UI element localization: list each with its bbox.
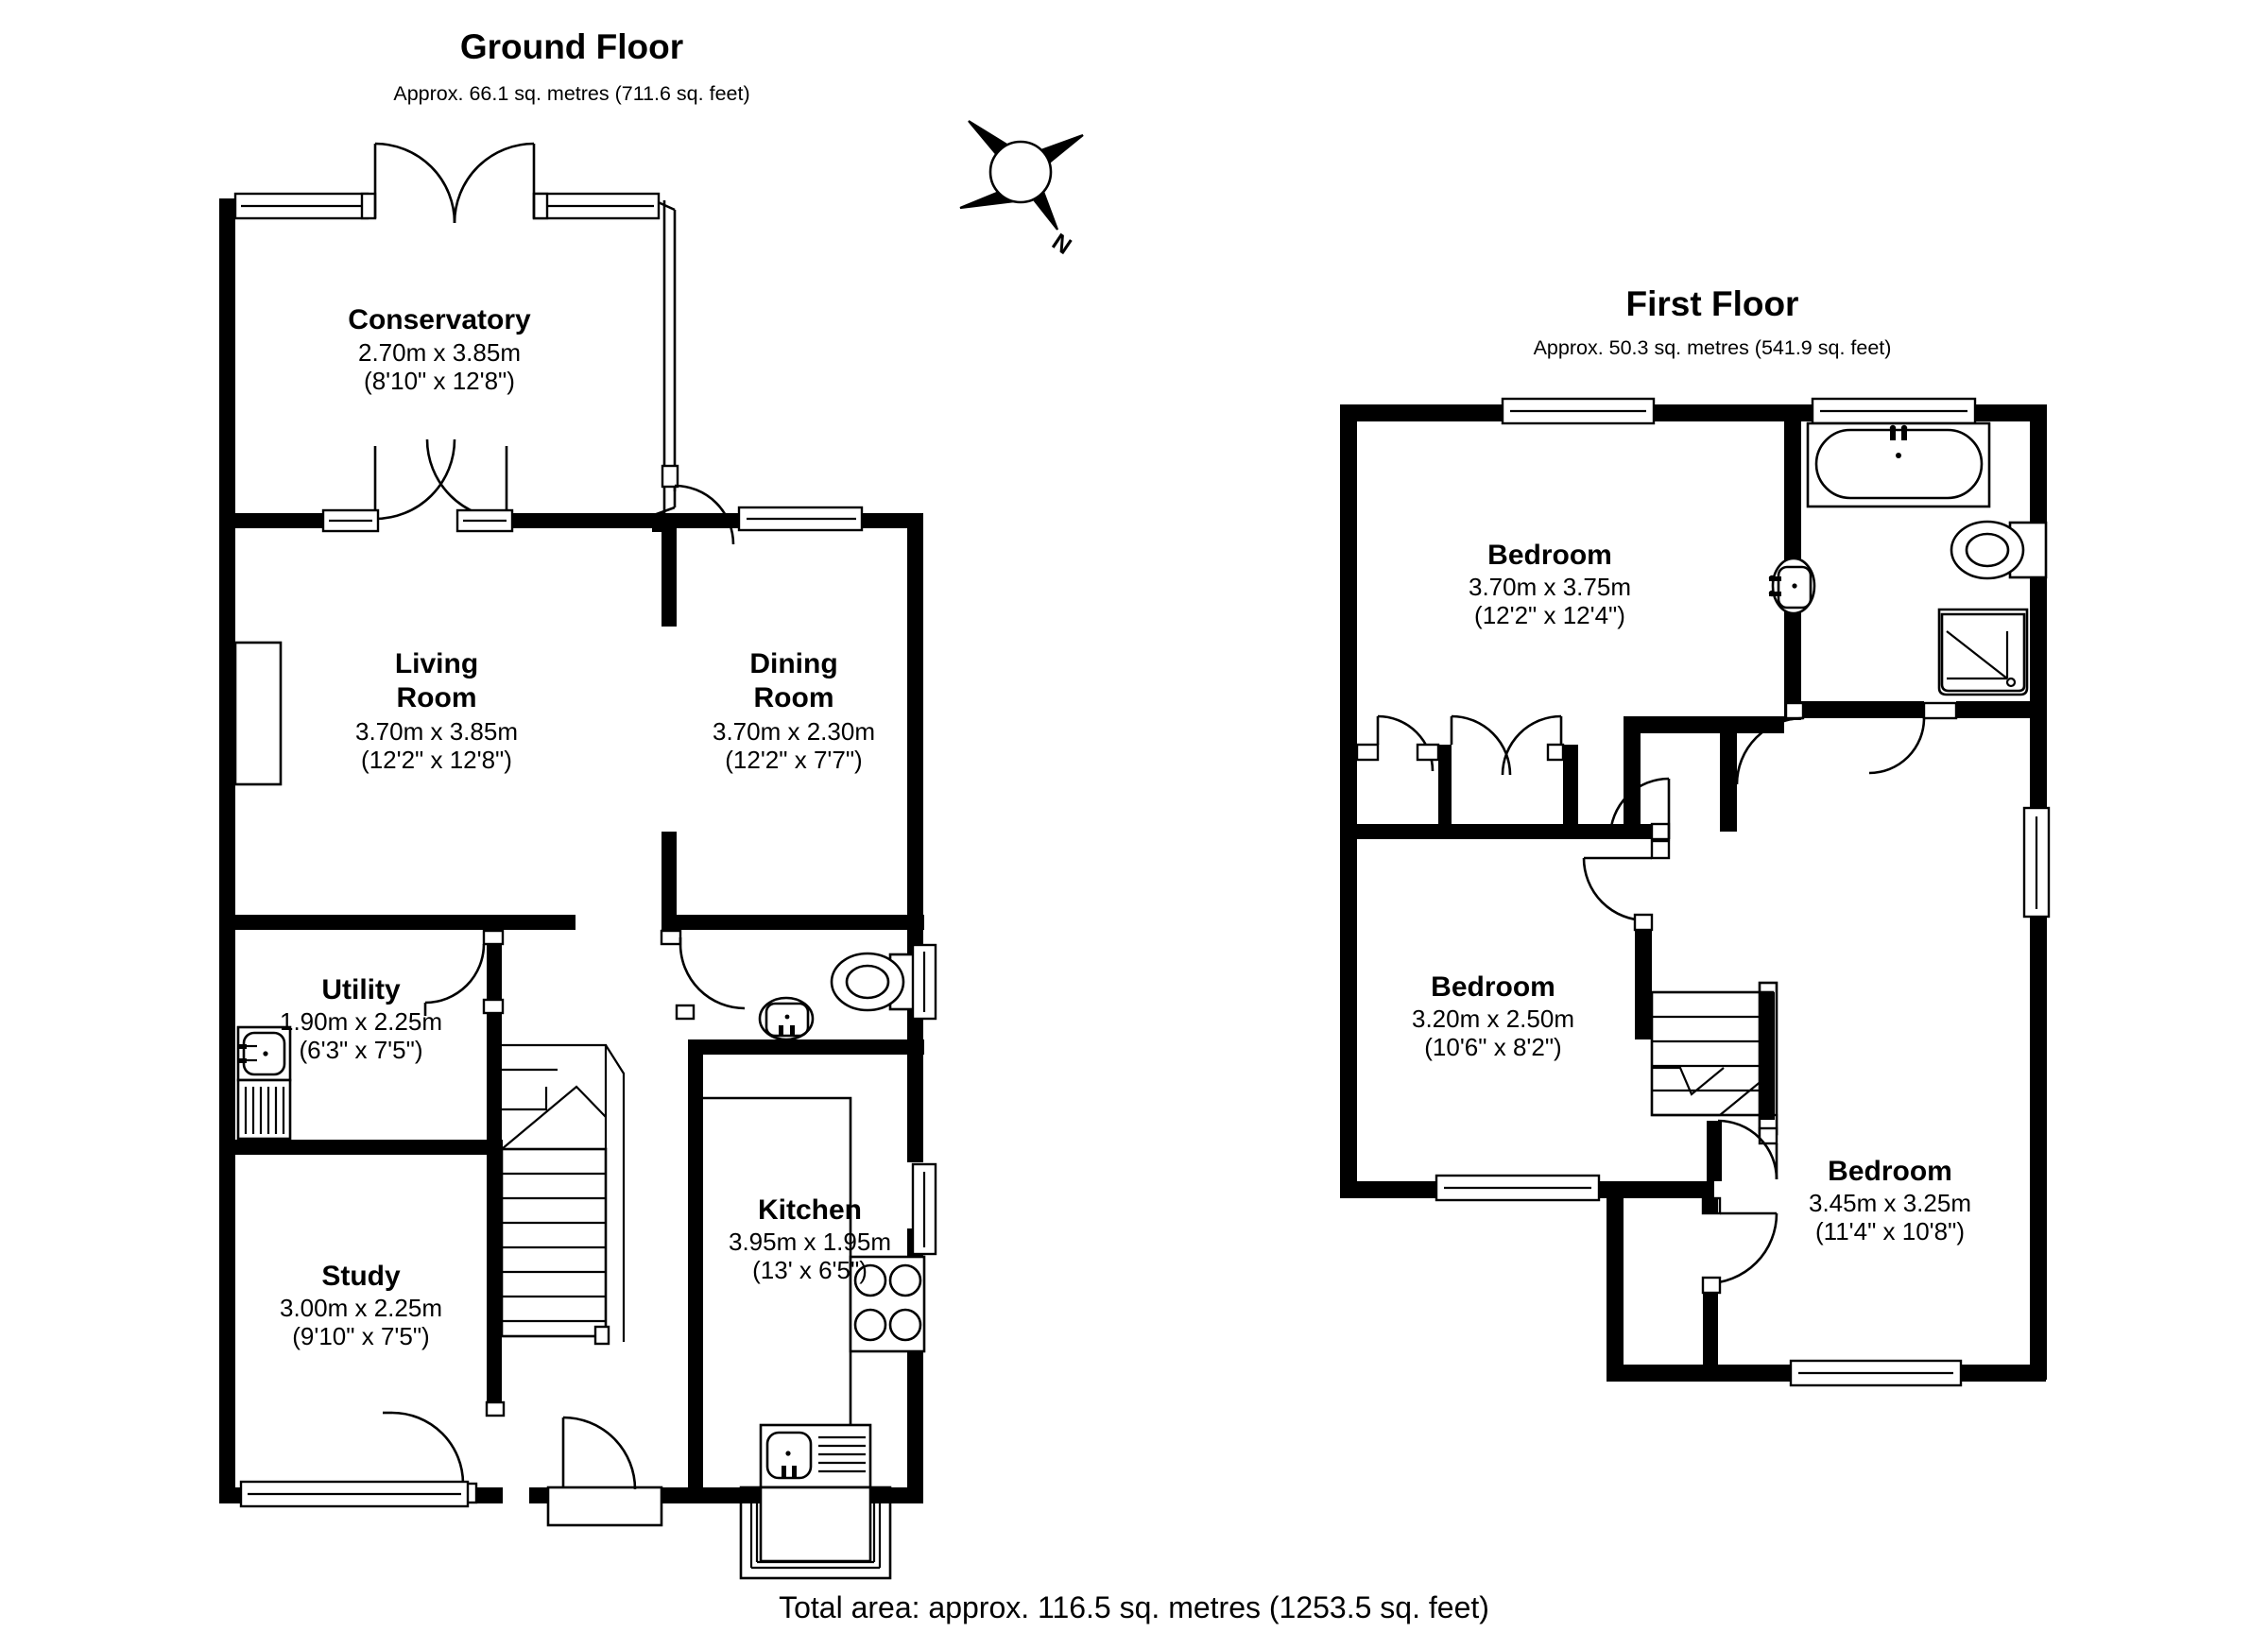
ground-floor-title: Ground Floor <box>460 27 683 66</box>
compass-north-label: N <box>1047 229 1076 260</box>
window-conservatory-bottom-right <box>455 508 514 533</box>
front-door <box>546 1416 663 1527</box>
svg-text:3.95m x 1.95m: 3.95m x 1.95m <box>729 1228 891 1256</box>
first-floor-area: Approx. 50.3 sq. metres (541.9 sq. feet) <box>1534 336 1892 359</box>
window-wc <box>911 943 937 1021</box>
svg-text:Dining: Dining <box>749 648 837 679</box>
kitchen-sink-icon <box>759 1423 872 1489</box>
door-bathroom <box>1735 701 1958 785</box>
door-bedroom1-closet <box>1355 714 1578 839</box>
first-floor-title: First Floor <box>1626 284 1799 323</box>
fireplace-icon <box>233 641 283 786</box>
svg-text:Kitchen: Kitchen <box>758 1194 862 1226</box>
ground-floor-area: Approx. 66.1 sq. metres (711.6 sq. feet) <box>393 82 749 105</box>
utility-sink-icon <box>236 1025 292 1082</box>
svg-text:Room: Room <box>754 682 834 713</box>
room-label-living-room: Living Room 3.70m x 3.85m (12'2" x 12'8"… <box>355 648 518 774</box>
room-label-bedroom-2: Bedroom 3.20m x 2.50m (10'6" x 8'2") <box>1412 971 1574 1061</box>
svg-text:Bedroom: Bedroom <box>1431 971 1555 1003</box>
svg-text:1.90m x 2.25m: 1.90m x 2.25m <box>280 1007 442 1036</box>
window-landing-right <box>2022 806 2051 919</box>
ground-floor-plan: Conservatory 2.70m x 3.85m (8'10" x 12'8… <box>219 142 937 1580</box>
svg-text:3.70m x 3.85m: 3.70m x 3.85m <box>355 717 518 746</box>
window-kitchen <box>911 1162 937 1256</box>
window-study-bottom <box>239 1480 470 1508</box>
svg-text:(9'10" x 7'5"): (9'10" x 7'5") <box>292 1322 429 1350</box>
room-label-utility: Utility 1.90m x 2.25m (6'3" x 7'5") <box>280 974 442 1064</box>
bathroom-basin-icon <box>1768 557 1816 615</box>
svg-text:Bedroom: Bedroom <box>1828 1156 1952 1187</box>
room-label-bedroom-3: Bedroom 3.45m x 3.25m (11'4" x 10'8") <box>1809 1156 1971 1245</box>
door-hall-kitchen <box>660 929 746 1021</box>
bathroom-toilet-icon <box>1950 520 2048 580</box>
svg-text:(12'2" x 12'4"): (12'2" x 12'4") <box>1474 601 1625 629</box>
svg-text:Utility: Utility <box>321 974 401 1005</box>
svg-text:2.70m x 3.85m: 2.70m x 3.85m <box>358 338 521 367</box>
utility-drainer-icon <box>236 1078 292 1141</box>
door-utility <box>423 929 505 1016</box>
window-bedroom1-top <box>1501 397 1656 425</box>
svg-text:(12'2" x 7'7"): (12'2" x 7'7") <box>725 746 862 774</box>
svg-text:(12'2" x 12'8"): (12'2" x 12'8") <box>361 746 512 774</box>
door-bedroom1 <box>1608 777 1671 841</box>
staircase-icon <box>500 1043 626 1346</box>
svg-text:3.70m x 2.30m: 3.70m x 2.30m <box>713 717 875 746</box>
window-conservatory-top-right <box>532 192 661 220</box>
kitchen-hob-icon <box>849 1255 926 1353</box>
total-area-label: Total area: approx. 116.5 sq. metres (12… <box>779 1590 1489 1624</box>
bath-icon <box>1806 421 1991 508</box>
svg-text:Bedroom: Bedroom <box>1487 540 1612 571</box>
door-conservatory-bottom <box>373 438 508 521</box>
svg-text:(13' x 6'5"): (13' x 6'5") <box>752 1256 868 1284</box>
bay-window-kitchen <box>739 1486 892 1580</box>
window-bathroom-top <box>1811 397 1977 425</box>
svg-text:Living: Living <box>395 648 478 679</box>
svg-text:(10'6" x 8'2"): (10'6" x 8'2") <box>1424 1033 1561 1061</box>
window-conservatory-top-left <box>233 192 377 220</box>
svg-text:(6'3" x 7'5"): (6'3" x 7'5") <box>300 1036 423 1064</box>
window-bedroom3-bottom <box>1789 1359 1963 1387</box>
svg-text:3.20m x 2.50m: 3.20m x 2.50m <box>1412 1005 1574 1033</box>
window-bedroom2-bottom <box>1435 1174 1601 1202</box>
door-conservatory-top <box>373 142 536 224</box>
window-conservatory-bottom-left <box>321 508 380 533</box>
kitchen-drainer-icon <box>818 1435 866 1473</box>
compass-rose-icon <box>959 120 1084 231</box>
room-label-conservatory: Conservatory 2.70m x 3.85m (8'10" x 12'8… <box>348 304 531 395</box>
svg-text:3.45m x 3.25m: 3.45m x 3.25m <box>1809 1189 1971 1217</box>
wc-basin-icon <box>758 996 815 1041</box>
corner-shower-icon <box>1937 608 2029 696</box>
door-bedroom3 <box>1707 1119 1778 1181</box>
svg-text:Conservatory: Conservatory <box>348 304 531 335</box>
door-bedroom2 <box>1582 839 1671 1039</box>
door-conservatory-side <box>661 464 735 545</box>
svg-text:3.00m x 2.25m: 3.00m x 2.25m <box>280 1294 442 1322</box>
room-label-bedroom-1: Bedroom 3.70m x 3.75m (12'2" x 12'4") <box>1469 540 1631 629</box>
svg-text:(8'10" x 12'8"): (8'10" x 12'8") <box>364 367 515 395</box>
room-label-study: Study 3.00m x 2.25m (9'10" x 7'5") <box>280 1261 442 1350</box>
first-floor-plan: Bedroom 3.70m x 3.75m (12'2" x 12'4") Be… <box>1340 397 2051 1387</box>
room-label-dining-room: Dining Room 3.70m x 2.30m (12'2" x 7'7") <box>713 648 875 774</box>
room-label-kitchen: Kitchen 3.95m x 1.95m (13' x 6'5") <box>729 1194 891 1284</box>
window-dining-top <box>737 506 864 532</box>
svg-text:Room: Room <box>397 682 477 713</box>
staircase-icon-first <box>1650 981 1778 1136</box>
svg-text:3.70m x 3.75m: 3.70m x 3.75m <box>1469 573 1631 601</box>
svg-text:(11'4" x 10'8"): (11'4" x 10'8") <box>1815 1217 1965 1245</box>
svg-text:Study: Study <box>321 1261 401 1292</box>
